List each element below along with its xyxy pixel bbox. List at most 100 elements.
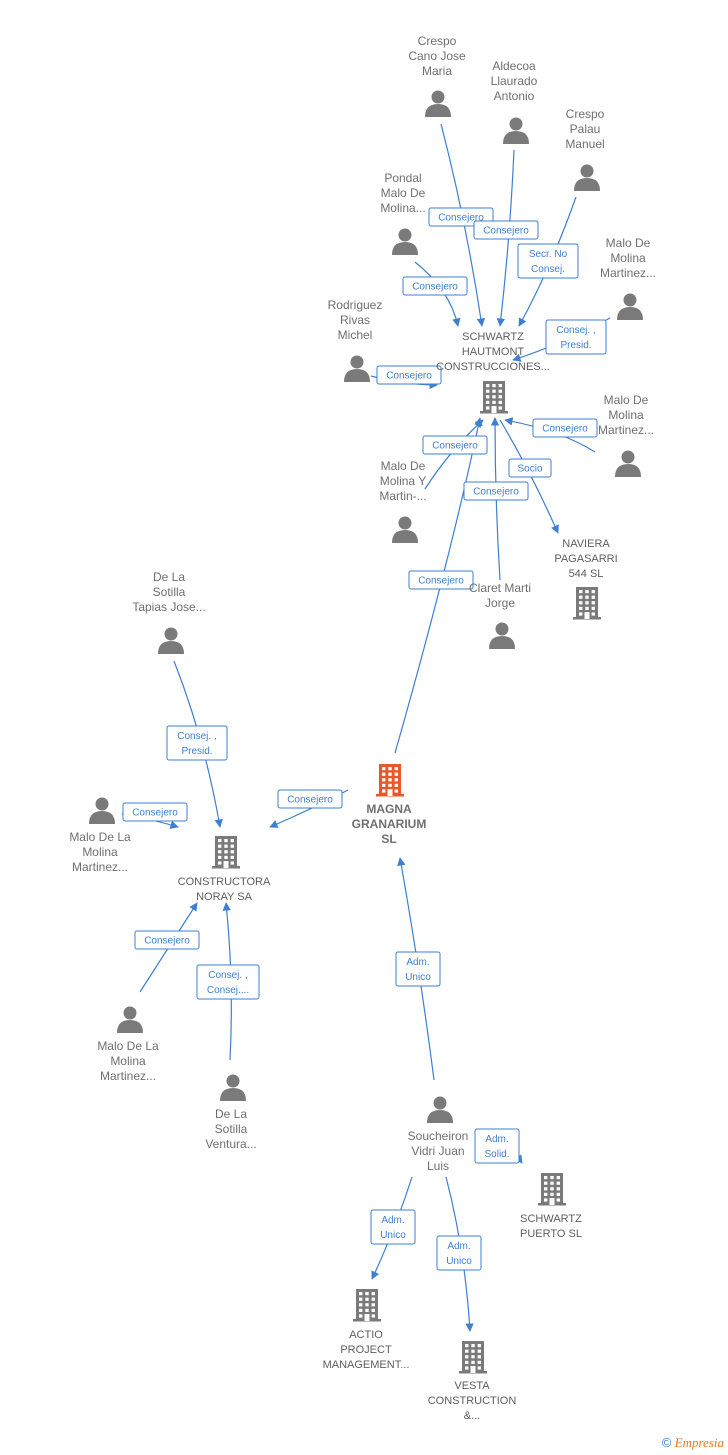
node-label: PROJECT [340, 1344, 392, 1356]
building-icon [212, 836, 240, 869]
edge-label[interactable]: Consejero [122, 802, 188, 822]
node-label: Malo De [381, 459, 426, 473]
edge-label-text: Adm. [447, 1241, 470, 1252]
node-vesta[interactable]: VESTACONSTRUCTION&... [428, 1341, 517, 1422]
node-label: Molina [608, 408, 644, 422]
node-label: Molina... [380, 201, 425, 215]
person-icon [117, 1006, 143, 1033]
node-label: Martinez... [72, 860, 128, 874]
building-icon [459, 1341, 487, 1374]
edge-label-text: Adm. [406, 957, 429, 968]
edge-label[interactable]: Consejero [134, 930, 200, 950]
edge-label-box [532, 418, 598, 438]
edge-label[interactable]: Socio [508, 458, 552, 478]
edge-label-text: Consejero [473, 487, 519, 498]
node-label: Tapias Jose... [132, 600, 205, 614]
edge-label-box [517, 243, 579, 279]
node-label: Rodriguez [328, 298, 383, 312]
node-label: Malo De La [97, 1039, 159, 1053]
edge-label-text: Consejero [432, 441, 478, 452]
edge-label-box [408, 570, 474, 590]
person-icon [617, 293, 643, 320]
node-label: Sotilla [153, 585, 186, 599]
edge-label[interactable]: Consejero [422, 435, 488, 455]
node-label: Malo De La [69, 830, 131, 844]
edge-label[interactable]: Consejero [473, 220, 539, 240]
node-label: Sotilla [215, 1122, 248, 1136]
node-schwartz_hautmont[interactable]: SCHWARTZHAUTMONTCONSTRUCCIONES... [436, 331, 550, 414]
edge-label-text: Socio [517, 464, 542, 475]
person-icon [489, 622, 515, 649]
edge-label-text: Consejero [438, 213, 484, 224]
node-malo_la_molina_1[interactable]: Malo De LaMolinaMartinez... [69, 797, 131, 875]
node-label: Palau [570, 122, 601, 136]
node-label: &... [464, 1410, 481, 1422]
edge-label[interactable]: Consej. ,Presid. [166, 725, 228, 761]
edge-label-text: Consej. , [208, 970, 247, 981]
edge-label-text: Consejero [418, 576, 464, 587]
copyright-symbol: © [661, 1435, 672, 1450]
edge-label-text: Unico [446, 1256, 472, 1267]
edge-label[interactable]: Consejero [277, 789, 343, 809]
node-sotilla_ventura[interactable]: De LaSotillaVentura... [205, 1074, 257, 1152]
node-malo_martinez_2[interactable]: Malo DeMolinaMartinez... [598, 393, 654, 477]
edge-label[interactable]: Consej. ,Consej.... [196, 964, 260, 1000]
edge-label-box [473, 220, 539, 240]
node-label: Pondal [384, 171, 421, 185]
edge-label[interactable]: Adm.Solid. [474, 1128, 520, 1164]
node-label: ACTIO [349, 1329, 383, 1341]
node-label: Malo De [381, 186, 426, 200]
person-icon [344, 355, 370, 382]
footer-brand[interactable]: © Empresia [662, 1435, 724, 1451]
node-label: SCHWARTZ [520, 1213, 582, 1225]
node-label: Llaurado [491, 74, 538, 88]
edge-label-text: Consejero [412, 282, 458, 293]
node-actio[interactable]: ACTIOPROJECTMANAGEMENT... [323, 1289, 410, 1371]
edge-label-text: Secr. No [529, 249, 568, 260]
edge-label[interactable]: Consejero [532, 418, 598, 438]
edge-label[interactable]: Adm. Unico [436, 1235, 482, 1271]
node-label: Martinez... [100, 1069, 156, 1083]
node-label: Michel [338, 328, 373, 342]
edge-label[interactable]: Consejero [408, 570, 474, 590]
edge-label[interactable]: Adm.Unico [395, 951, 441, 987]
building-icon [480, 381, 508, 414]
edge-label[interactable]: Consejero [463, 481, 529, 501]
person-icon [425, 90, 451, 117]
node-malo_martinez_1[interactable]: Malo DeMolinaMartinez... [600, 236, 656, 320]
edge-label[interactable]: Consejero [376, 365, 442, 385]
person-icon [220, 1074, 246, 1101]
node-label: Martinez... [598, 423, 654, 437]
edge-label-box [474, 1128, 520, 1164]
node-label: SL [381, 832, 396, 846]
node-malo_la_molina_2[interactable]: Malo De LaMolinaMartinez... [97, 1006, 159, 1084]
node-label: Molina [610, 251, 646, 265]
node-label: Molina Y [380, 474, 426, 488]
person-icon [89, 797, 115, 824]
edge-label[interactable]: Adm.Unico [370, 1209, 416, 1245]
node-label: Vidri Juan [411, 1144, 464, 1158]
edge-label-text: Consejero [386, 371, 432, 382]
node-label: Molina [110, 1054, 146, 1068]
node-label: De La [153, 570, 185, 584]
edge-label[interactable]: Consejero [402, 276, 468, 296]
edge-label[interactable]: Consej. ,Presid. [545, 319, 607, 355]
edge-label-box [545, 319, 607, 355]
edge-label-box [122, 802, 188, 822]
edge-label-box [508, 458, 552, 478]
person-icon [503, 117, 529, 144]
